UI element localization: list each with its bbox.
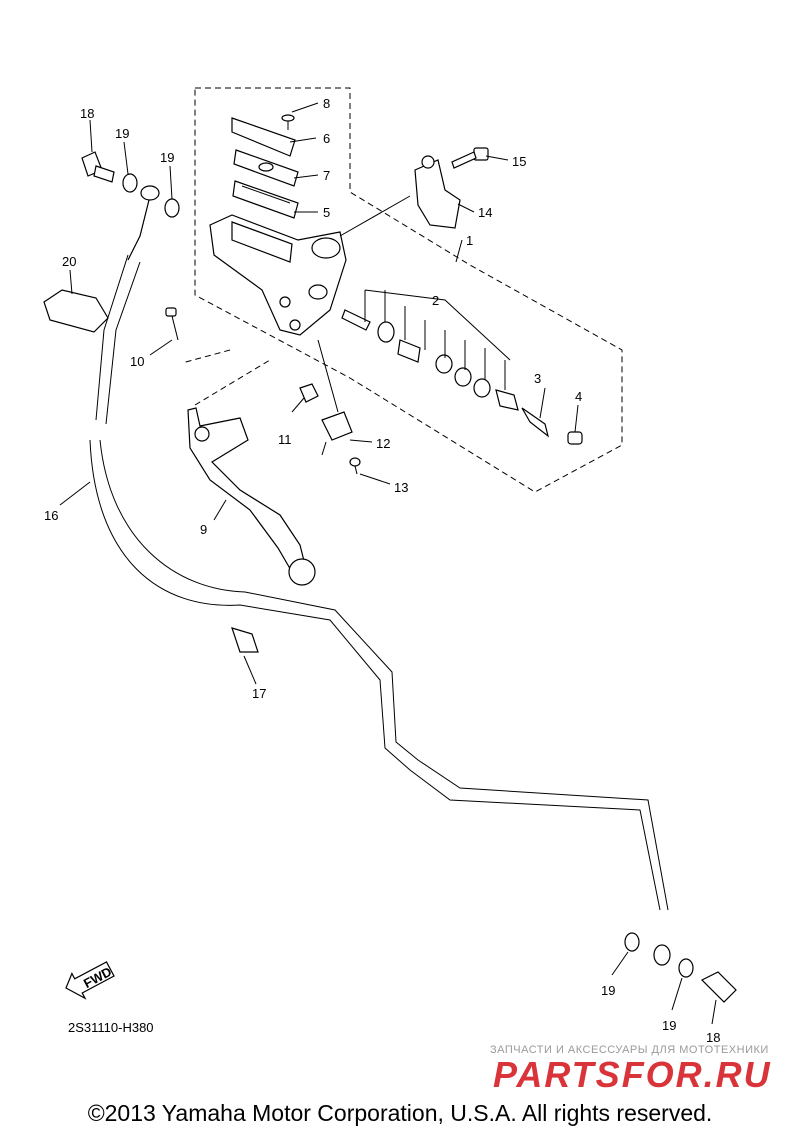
callout-17: 17 <box>252 686 266 701</box>
banjo-bolt-18-bottom <box>700 971 737 1003</box>
fwd-label: FWD <box>81 964 114 991</box>
diagram-code: 2S31110-H380 <box>68 1020 154 1035</box>
clamp-17 <box>231 627 259 653</box>
callout-13: 13 <box>394 480 408 495</box>
callout-19-bottom-b: 19 <box>662 1018 676 1033</box>
master-cylinder-body <box>209 214 347 336</box>
assembly-dashed-outline <box>194 87 623 493</box>
callout-18-bottom: 18 <box>706 1030 720 1045</box>
callout-20: 20 <box>62 254 76 269</box>
callout-18-top: 18 <box>80 106 94 121</box>
lever-9 <box>187 407 316 586</box>
callout-6: 6 <box>323 131 330 146</box>
callout-2: 2 <box>432 293 439 308</box>
watermark-logo: PARTSFOR.RU <box>493 1054 772 1094</box>
copyright-notice: ©2013 Yamaha Motor Corporation, U.S.A. A… <box>87 1100 713 1126</box>
diaphragm-holder-7 <box>233 149 299 187</box>
screw-8 <box>281 114 295 130</box>
banjo-bolt-18-top <box>81 151 115 183</box>
lever-dashed-link <box>181 349 271 406</box>
callout-5: 5 <box>323 205 330 220</box>
callout-4: 4 <box>575 389 582 404</box>
diaphragm-5 <box>232 180 299 219</box>
cap-4 <box>567 404 583 445</box>
nut-11 <box>299 383 319 403</box>
callout-11: 11 <box>278 432 292 447</box>
callout-19-bottom-a: 19 <box>601 983 615 998</box>
callout-7: 7 <box>323 168 330 183</box>
callout-16: 16 <box>44 508 58 523</box>
callout-10: 10 <box>130 354 144 369</box>
callout-12: 12 <box>376 436 390 451</box>
washer-19-top-b <box>164 198 180 218</box>
fwd-arrow: FWD <box>65 961 115 1000</box>
callout-19-top-b: 19 <box>160 150 174 165</box>
cover-plate-6 <box>231 117 296 157</box>
callout-9: 9 <box>200 522 207 537</box>
washer-19-bottom-a <box>624 932 640 952</box>
callout-14: 14 <box>478 205 492 220</box>
hose-holder-20 <box>43 289 109 333</box>
switch-12 <box>317 339 353 456</box>
screw-13 <box>349 457 361 475</box>
callout-1: 1 <box>466 233 473 248</box>
pivot-bolt-10 <box>165 307 179 341</box>
clamp-14 <box>414 155 461 229</box>
leader-lines <box>59 102 717 1025</box>
bolt-15 <box>451 147 489 169</box>
push-rod-3 <box>521 387 550 438</box>
brake-hose-16 <box>89 185 671 966</box>
piston-kit-2 <box>341 289 519 411</box>
washer-19-bottom-b <box>678 958 694 978</box>
callout-19-top-a: 19 <box>115 126 129 141</box>
washer-19-top-a <box>122 173 138 193</box>
svg-text:PARTSFOR.RU: PARTSFOR.RU <box>493 1054 772 1094</box>
watermark-tagline: ЗАПЧАСТИ И АКСЕССУАРЫ ДЛЯ МОТОТЕХНИКИ <box>490 1044 769 1056</box>
callout-3: 3 <box>534 371 541 386</box>
callout-8: 8 <box>323 96 330 111</box>
callout-15: 15 <box>512 154 526 169</box>
